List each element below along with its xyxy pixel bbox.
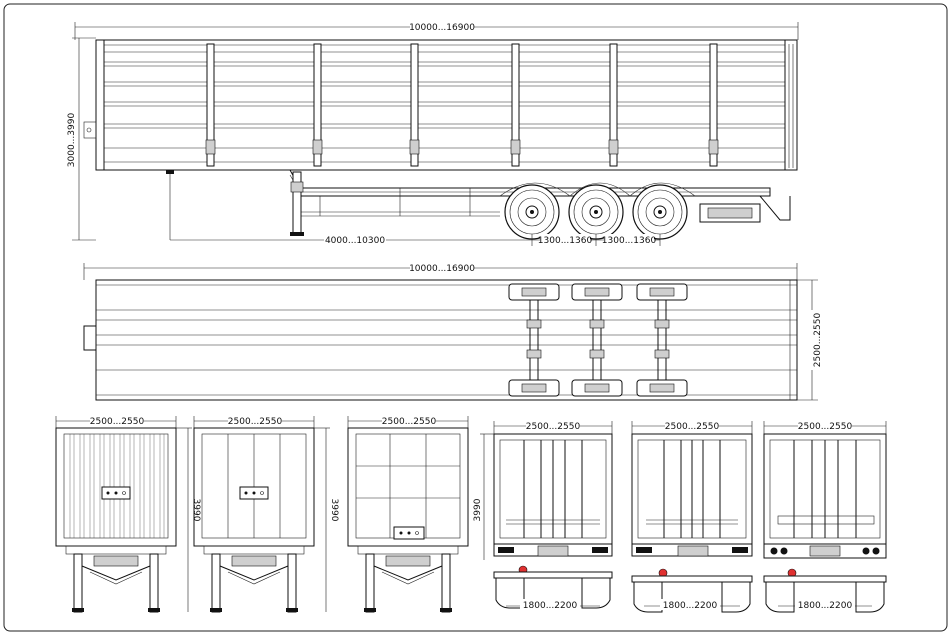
side-bottom-dimensions: 4000...10300 1300...1360 1300...1360 [170, 234, 661, 246]
stanchion [708, 43, 719, 167]
top-axles [508, 283, 688, 397]
end-view-5-track-label: 1800...2200 [663, 601, 718, 611]
side-stanchions [205, 43, 719, 167]
top-width-dimension: 2500...2550 [797, 279, 824, 401]
end-view-4: 2500...2550 1800...2200 3990 [473, 420, 613, 611]
side-height-dimension: 3000...3990 [64, 37, 96, 241]
wheel [632, 184, 688, 240]
top-width-label: 2500...2550 [813, 313, 823, 368]
end-view-6: 2500...2550 1800...2200 [763, 420, 887, 613]
end-view-2: 2500...2550 3990 [193, 415, 339, 613]
side-body [83, 39, 798, 171]
side-length-label: 10000...16900 [409, 23, 475, 33]
end-view-1-width-label: 2500...2550 [90, 417, 145, 427]
top-length-dimension: 10000...16900 [83, 261, 798, 280]
end-view-6-width-label: 2500...2550 [798, 422, 853, 432]
top-view: 10000...16900 [83, 261, 824, 401]
end-view-4-track-label: 1800...2200 [523, 601, 578, 611]
stanchion [409, 43, 420, 167]
side-wheels [499, 182, 696, 240]
side-view: 10000...16900 [64, 20, 799, 246]
stanchion [312, 43, 323, 167]
axle-spacing-label-2: 1300...1360 [602, 236, 657, 246]
end-view-1: 2500...2550 3990 [55, 415, 201, 613]
kingpin-distance-label: 4000...10300 [325, 236, 385, 246]
end-view-3-width-label: 2500...2550 [382, 417, 437, 427]
end-view-2-width-label: 2500...2550 [228, 417, 283, 427]
end-view-4-height-label: 3990 [473, 498, 483, 521]
axle-top [508, 283, 560, 397]
side-length-dimension: 10000...16900 [74, 20, 799, 40]
top-body [83, 279, 798, 401]
end-view-3: 2500...2550 [347, 415, 469, 613]
end-view-5: 2500...2550 1800...2200 [631, 420, 753, 613]
side-chassis [104, 169, 791, 240]
end-view-2-height-label: 3990 [329, 499, 339, 522]
side-height-label: 3000...3990 [67, 113, 77, 168]
axle-spacing-label-1: 1300...1360 [538, 236, 593, 246]
wheel [568, 184, 624, 240]
stanchion [205, 43, 216, 167]
axle-top [571, 283, 623, 397]
axle-top [636, 283, 688, 397]
end-view-5-width-label: 2500...2550 [665, 422, 720, 432]
wheel [504, 184, 560, 240]
stanchion [510, 43, 521, 167]
end-view-1-height-label: 3990 [191, 499, 201, 522]
top-length-label: 10000...16900 [409, 264, 475, 274]
stanchion [608, 43, 619, 167]
end-view-6-track-label: 1800...2200 [798, 601, 853, 611]
end-view-4-width-label: 2500...2550 [526, 422, 581, 432]
